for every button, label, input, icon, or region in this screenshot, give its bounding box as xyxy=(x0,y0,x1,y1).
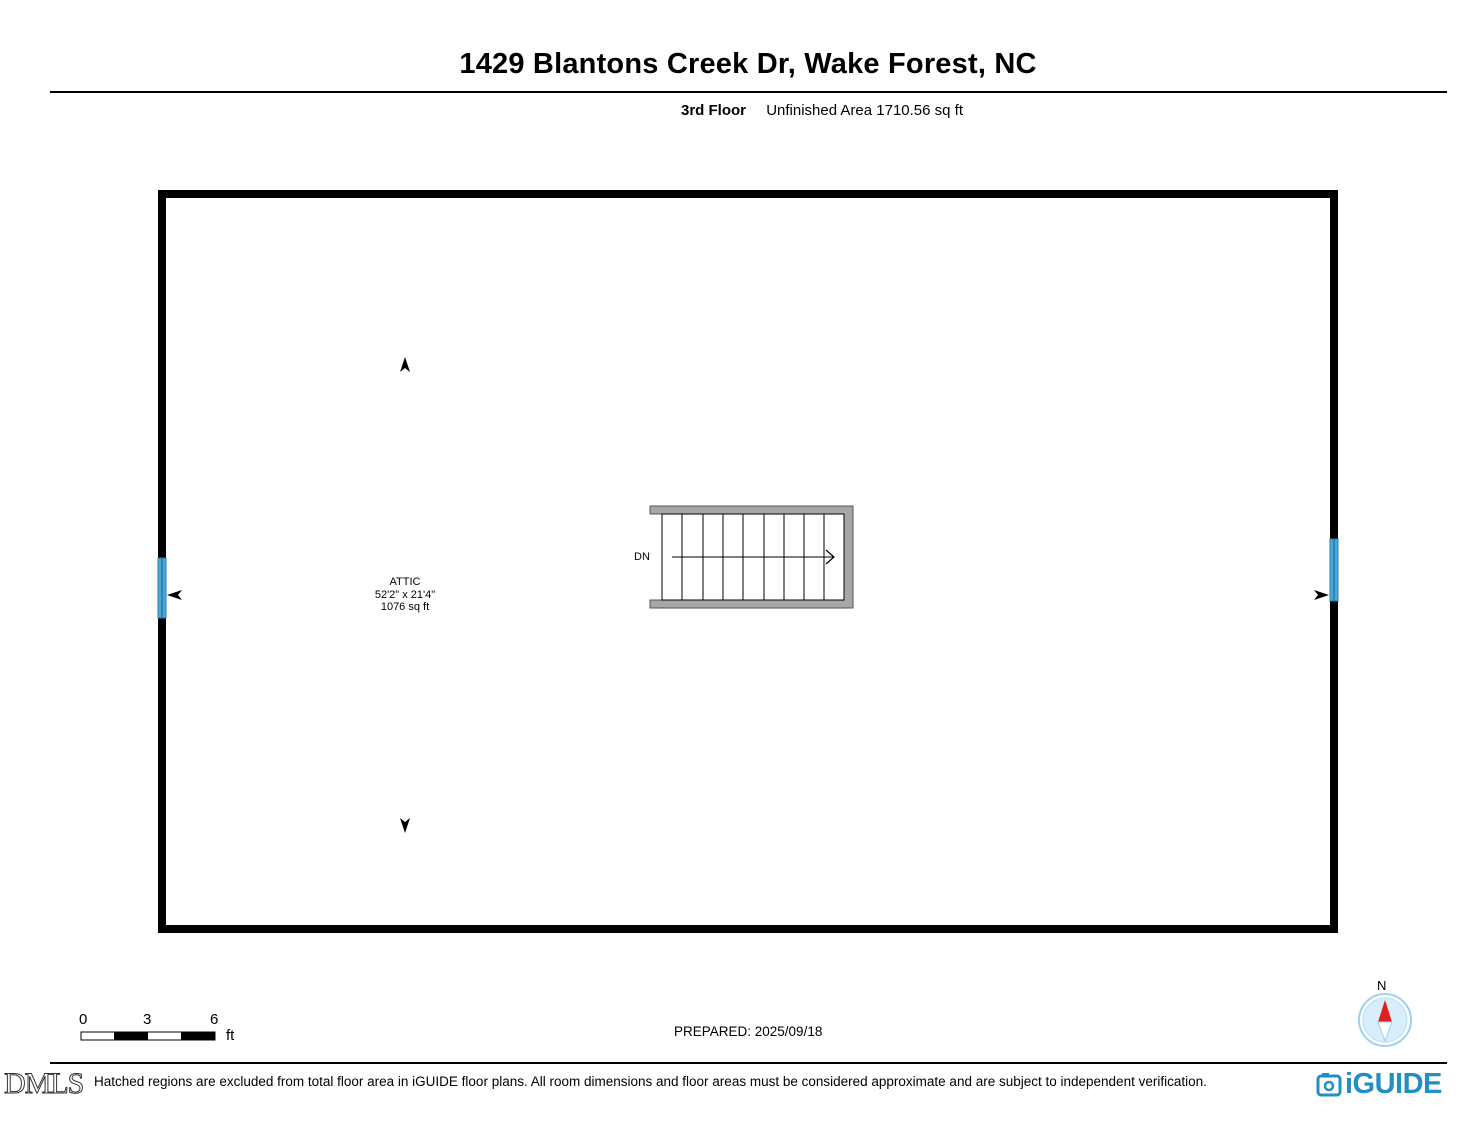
iguide-logo: iGUIDE xyxy=(1316,1068,1442,1101)
scale-tick-3: 3 xyxy=(143,1011,152,1028)
stair-down-label: DN xyxy=(634,551,650,563)
floor-name: 3rd Floor xyxy=(681,102,747,119)
page-title: 1429 Blantons Creek Dr, Wake Forest, NC xyxy=(459,48,1037,80)
prepared-date: PREPARED: 2025/09/18 xyxy=(674,1024,823,1039)
scale-bar-unit: ft xyxy=(226,1027,235,1044)
header-divider xyxy=(50,91,1447,93)
disclaimer-text: Hatched regions are excluded from total … xyxy=(94,1074,1207,1089)
scale-tick-6: 6 xyxy=(210,1011,219,1028)
room-name: ATTIC xyxy=(389,576,421,588)
brand-name: iGUIDE xyxy=(1345,1068,1442,1100)
staircase xyxy=(649,505,854,609)
stair-direction-arrow-icon xyxy=(825,549,835,565)
room-dimensions: 52'2" x 21'4" xyxy=(374,588,436,601)
floor-summary: 3rd Floor Unfinished Area 1710.56 sq ft xyxy=(681,102,963,119)
compass-icon xyxy=(1358,993,1412,1047)
dimension-arrow-right xyxy=(1314,590,1329,600)
room-area: 1076 sq ft xyxy=(380,601,430,613)
scale-tick-0: 0 xyxy=(79,1011,88,1028)
dmls-watermark: DMLS xyxy=(3,1067,84,1101)
camera-icon xyxy=(1316,1072,1342,1096)
floor-area: Unfinished Area 1710.56 sq ft xyxy=(766,102,963,119)
room-label-attic: ATTIC 52'2" x 21'4" 1076 sq ft xyxy=(355,576,455,614)
footer-divider xyxy=(50,1062,1447,1064)
dimension-arrow-up xyxy=(400,357,410,372)
compass-north-label: N xyxy=(1377,978,1387,993)
scale-bar-graphic xyxy=(80,1031,216,1041)
dimension-arrow-left xyxy=(167,590,182,600)
dimension-arrow-down xyxy=(400,818,410,833)
